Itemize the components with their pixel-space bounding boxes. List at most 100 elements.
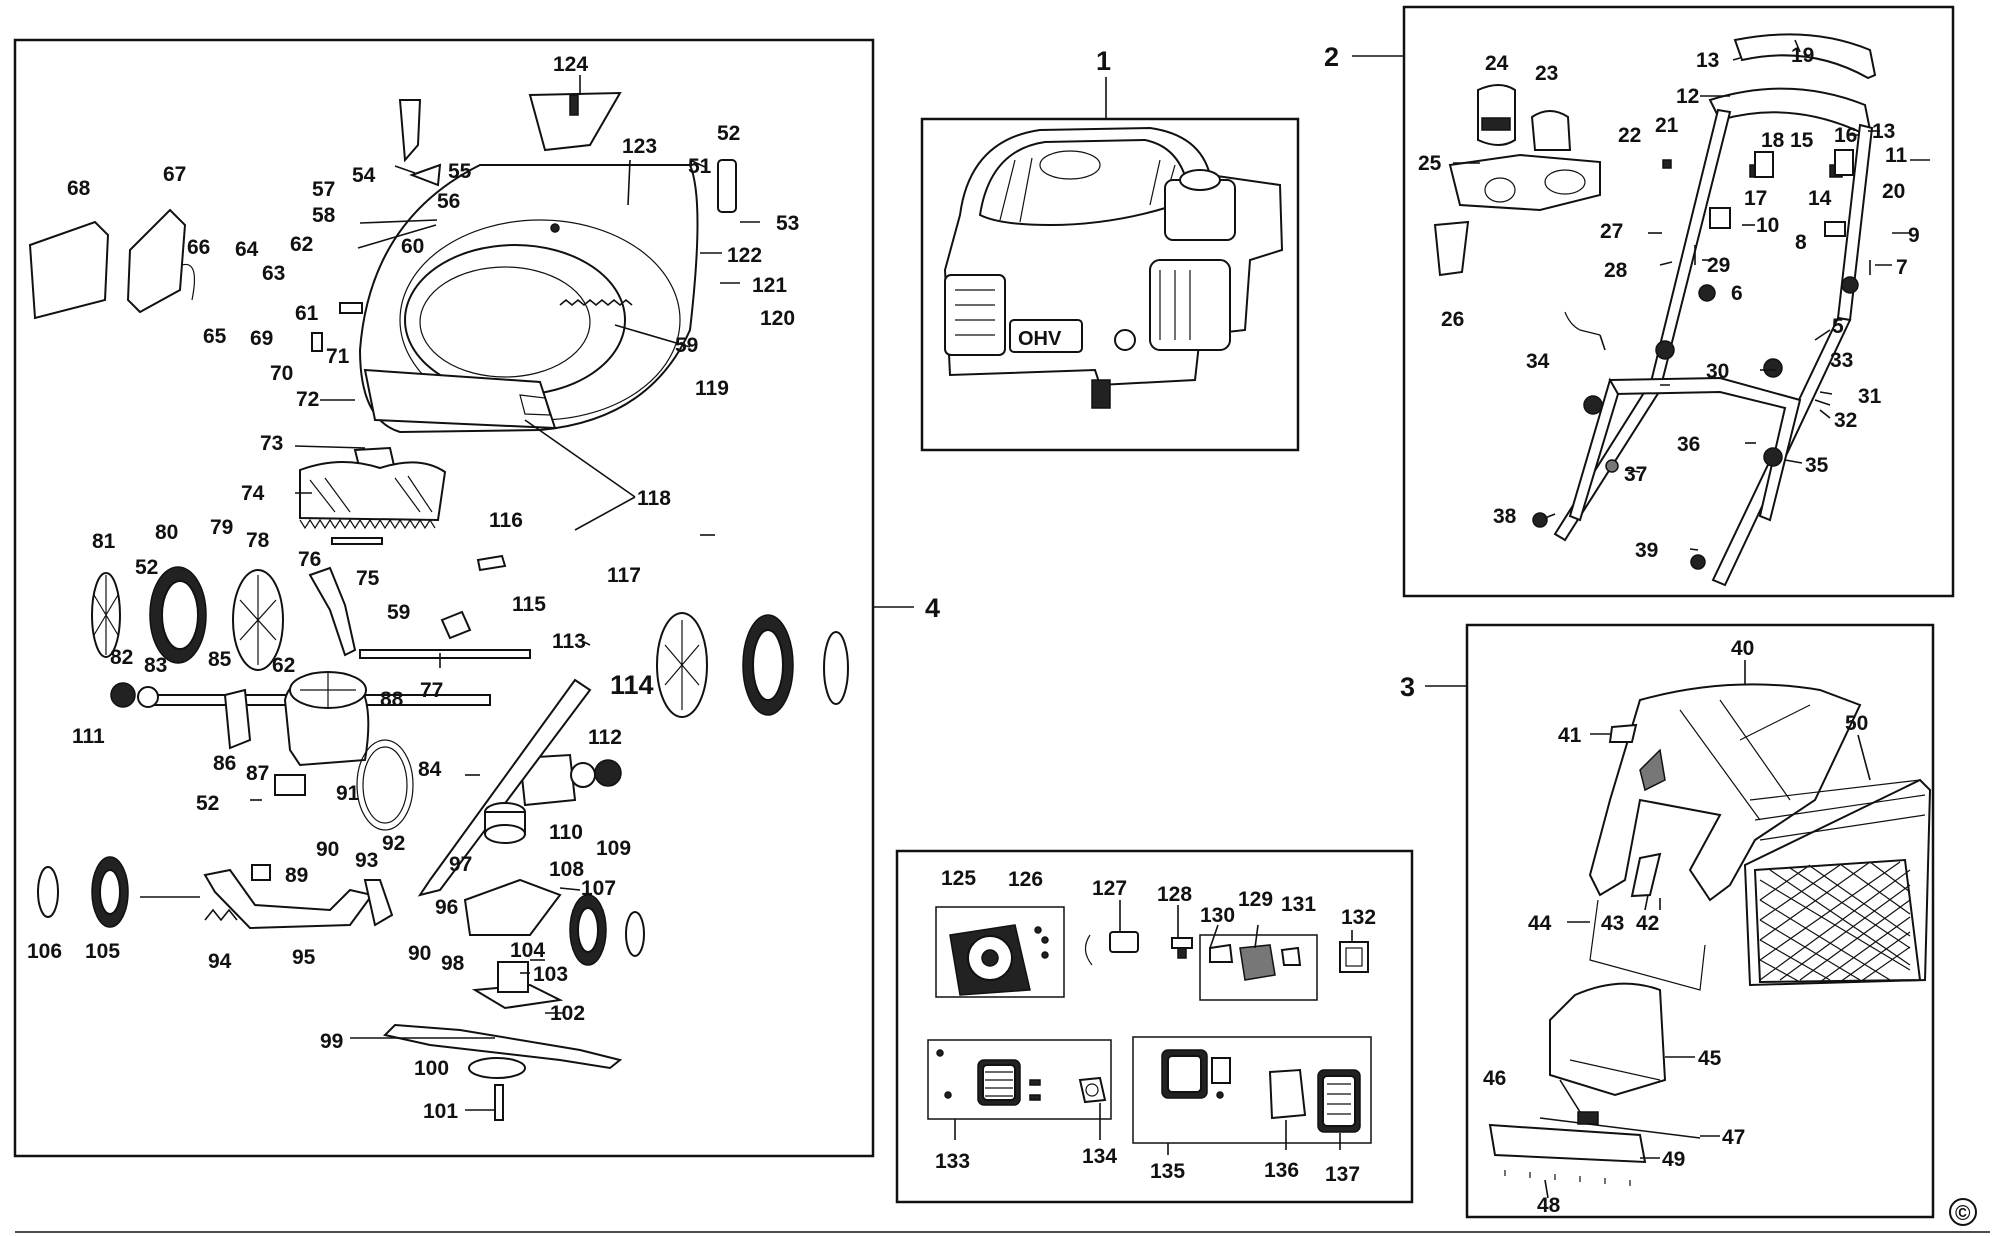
part-label-54: 54 xyxy=(352,164,376,187)
part-label-94: 94 xyxy=(208,950,232,973)
part-label-58: 58 xyxy=(312,204,336,227)
part-label-129: 129 xyxy=(1238,888,1273,911)
part-label-13: 13 xyxy=(1872,120,1895,143)
group-2-labels: 24 23 25 26 22 21 13 19 12 18 15 16 13 1… xyxy=(1418,44,1920,562)
part-label-33: 33 xyxy=(1830,349,1853,372)
part-label-83: 83 xyxy=(144,654,167,677)
part-label-37: 37 xyxy=(1624,463,1647,486)
part-label-104: 104 xyxy=(510,939,545,962)
part-label-59: 59 xyxy=(675,334,698,357)
small-parts-leaders xyxy=(954,900,1353,1155)
part-label-20: 20 xyxy=(1882,180,1905,203)
part-label-48: 48 xyxy=(1537,1194,1561,1217)
part-label-85: 85 xyxy=(208,648,232,671)
part-label-135: 135 xyxy=(1150,1160,1185,1183)
part-label-9: 9 xyxy=(1908,224,1920,247)
part-label-80: 80 xyxy=(155,521,178,544)
part-label-114: 114 xyxy=(610,670,654,700)
part-label-131: 131 xyxy=(1281,893,1316,916)
copyright-mark: © xyxy=(1955,1202,1971,1225)
group-2-box xyxy=(1402,5,1955,598)
part-label-108: 108 xyxy=(549,858,584,881)
part-label-133: 133 xyxy=(935,1150,970,1173)
part-label-38: 38 xyxy=(1493,505,1517,528)
subbox-129-131 xyxy=(1199,934,1318,1001)
part-label-51: 51 xyxy=(688,155,712,178)
part-label-111: 111 xyxy=(72,725,105,748)
part-label-68: 68 xyxy=(67,177,91,200)
part-label-8: 8 xyxy=(1795,231,1807,254)
group-3-labels: 40 41 50 44 43 42 45 46 47 49 48 xyxy=(1483,637,1868,1217)
part-label-117: 117 xyxy=(607,564,641,587)
copyright-circle-icon xyxy=(1949,1198,1977,1226)
part-label-74: 74 xyxy=(241,482,265,505)
part-label-132: 132 xyxy=(1341,906,1376,929)
part-label-52: 52 xyxy=(717,122,740,145)
part-label-28: 28 xyxy=(1604,259,1628,282)
part-label-49: 49 xyxy=(1662,1148,1685,1171)
part-label-17: 17 xyxy=(1744,187,1767,210)
part-label-86: 86 xyxy=(213,752,236,775)
part-label-136: 136 xyxy=(1264,1159,1299,1182)
part-label-47: 47 xyxy=(1722,1126,1745,1149)
part-label-126: 126 xyxy=(1008,868,1043,891)
group-4-number: 4 xyxy=(925,593,940,623)
part-label-56: 56 xyxy=(437,190,460,213)
part-label-100: 100 xyxy=(414,1057,449,1080)
part-label-46: 46 xyxy=(1483,1067,1506,1090)
small-parts-illustration xyxy=(936,924,1369,1133)
part-label-120: 120 xyxy=(760,307,795,330)
part-label-113: 113 xyxy=(552,630,586,653)
part-label-12: 12 xyxy=(1676,85,1699,108)
part-label-91: 91 xyxy=(336,782,360,805)
part-label-84: 84 xyxy=(418,758,442,781)
part-label-127: 127 xyxy=(1092,877,1127,900)
part-label-105: 105 xyxy=(85,940,120,963)
part-label-72: 72 xyxy=(296,388,319,411)
group-3-leaders xyxy=(1544,660,1871,1199)
group-4-box xyxy=(13,38,875,1158)
part-label-79: 79 xyxy=(210,516,233,539)
part-label-77: 77 xyxy=(420,679,443,702)
part-label-39: 39 xyxy=(1635,539,1658,562)
part-label-121: 121 xyxy=(752,274,787,297)
part-label-76: 76 xyxy=(298,548,321,571)
part-label-107: 107 xyxy=(581,877,616,900)
part-label-137: 137 xyxy=(1325,1163,1360,1186)
group-1-number: 1 xyxy=(1096,46,1111,76)
part-label-73: 73 xyxy=(260,432,283,455)
part-label-42: 42 xyxy=(1636,912,1659,935)
part-label-61: 61 xyxy=(295,302,319,325)
handle-assembly-illustration xyxy=(1433,33,1877,587)
part-label-41: 41 xyxy=(1558,724,1582,747)
grass-bag-assembly-illustration xyxy=(1488,683,1932,1186)
group-4-labels: 124 123 52 51 53 122 121 120 119 59 68 6… xyxy=(27,53,799,1123)
part-label-70: 70 xyxy=(270,362,293,385)
part-label-36: 36 xyxy=(1677,433,1700,456)
part-label-134: 134 xyxy=(1082,1145,1117,1168)
part-label-128: 128 xyxy=(1157,883,1192,906)
part-label-60: 60 xyxy=(401,235,424,258)
part-label-102: 102 xyxy=(550,1002,585,1025)
subbox-135-137 xyxy=(1132,1036,1372,1144)
part-label-59: 59 xyxy=(387,601,410,624)
part-label-88: 88 xyxy=(380,688,404,711)
part-label-7: 7 xyxy=(1896,256,1908,279)
part-label-119: 119 xyxy=(695,377,729,400)
part-label-101: 101 xyxy=(423,1100,458,1123)
part-label-63: 63 xyxy=(262,262,285,285)
subbox-125-126 xyxy=(935,906,1065,998)
part-label-29: 29 xyxy=(1707,254,1730,277)
part-label-87: 87 xyxy=(246,762,269,785)
part-label-78: 78 xyxy=(246,529,270,552)
part-label-62: 62 xyxy=(290,233,313,256)
part-label-24: 24 xyxy=(1485,52,1509,75)
part-label-13: 13 xyxy=(1696,49,1719,72)
part-label-32: 32 xyxy=(1834,409,1857,432)
part-label-112: 112 xyxy=(588,726,622,749)
part-label-69: 69 xyxy=(250,327,273,350)
part-label-115: 115 xyxy=(512,593,546,616)
part-label-96: 96 xyxy=(435,896,458,919)
part-label-116: 116 xyxy=(489,509,523,532)
